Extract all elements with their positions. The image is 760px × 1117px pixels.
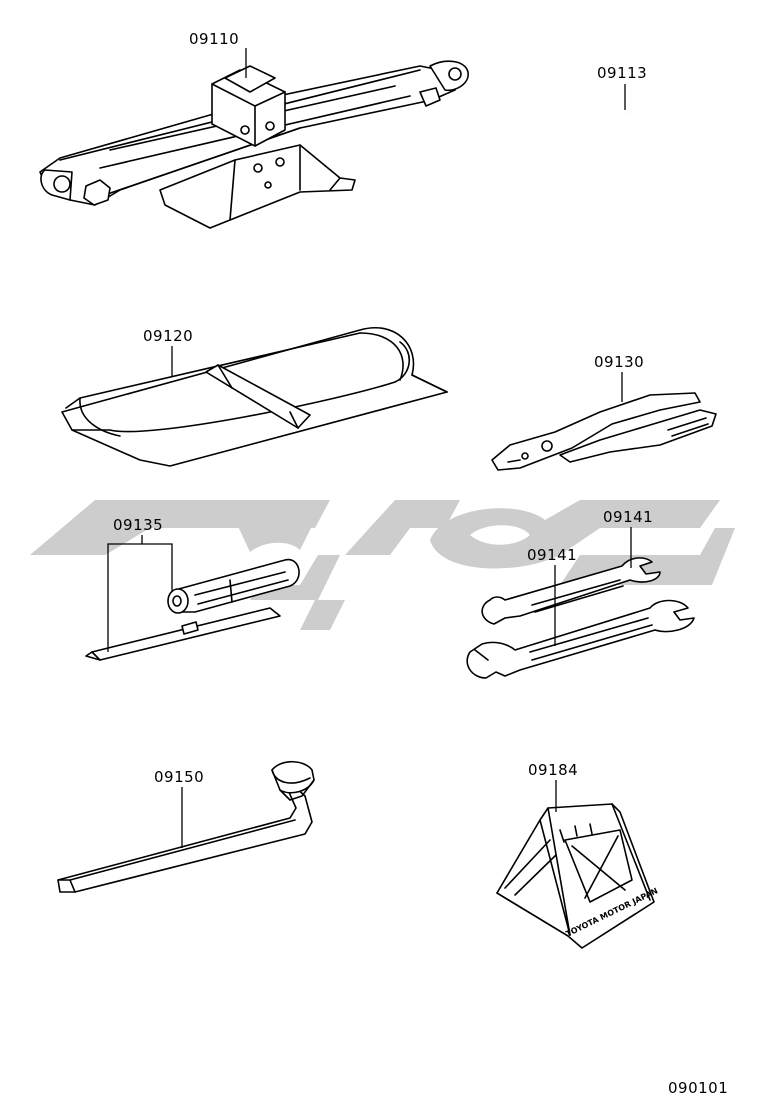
part-label-09184: 09184	[528, 761, 578, 779]
wheel-chock-icon: TOYOTA MOTOR JAPAN	[496, 803, 659, 949]
part-label-09141-upper: 09141	[603, 508, 653, 526]
lug-wrench-icon	[57, 760, 315, 893]
part-label-09141-lower: 09141	[527, 546, 577, 564]
part-label-09120: 09120	[143, 327, 193, 345]
part-label-09110: 09110	[189, 30, 239, 48]
leader-line-09135	[107, 543, 173, 652]
diagram-id: 090101	[668, 1079, 728, 1097]
part-label-09135: 09135	[113, 516, 163, 534]
part-label-09113: 09113	[597, 64, 647, 82]
scissor-jack-icon	[39, 60, 469, 229]
tool-bag-icon	[61, 327, 448, 467]
pliers-icon	[491, 392, 717, 471]
part-label-09150: 09150	[154, 768, 204, 786]
open-end-wrench-icon	[481, 557, 661, 625]
part-label-09130: 09130	[594, 353, 644, 371]
jack-handle-rod-icon	[344, 95, 699, 278]
open-end-wrench-icon	[466, 599, 695, 679]
screwdriver-icon	[85, 558, 300, 661]
